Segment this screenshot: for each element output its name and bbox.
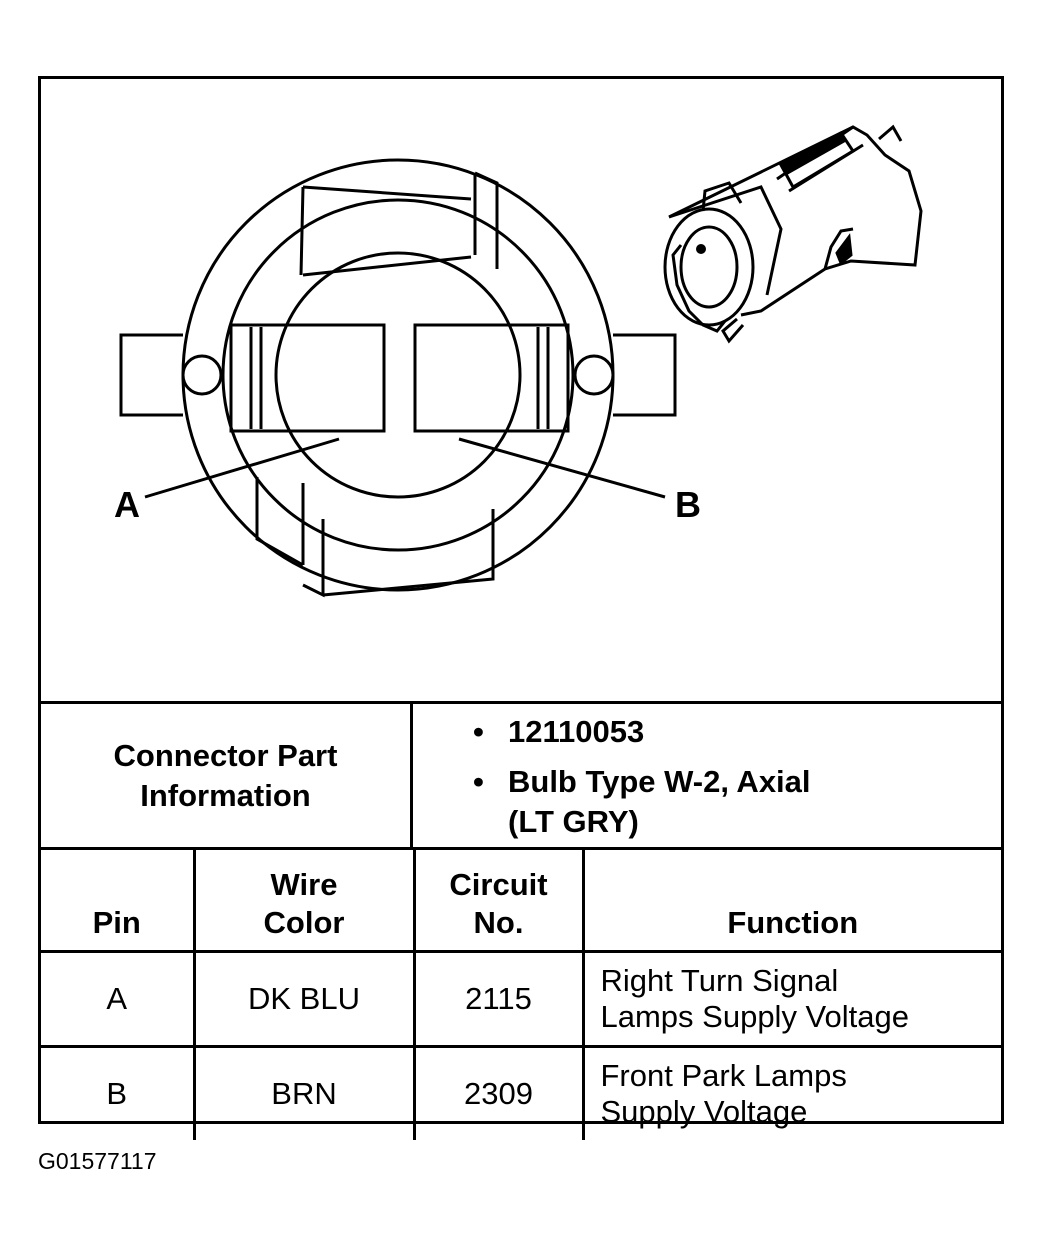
pin-table: Pin Wire Color Circuit No. Function A DK… <box>41 847 1001 1140</box>
table-row: B BRN 2309 Front Park Lamps Supply Volta… <box>41 1045 1001 1140</box>
terminal-b <box>413 323 570 433</box>
function-cell: Front Park Lamps Supply Voltage <box>581 1045 1001 1140</box>
header-pin: Pin <box>41 847 196 953</box>
leader-a <box>144 437 340 499</box>
function-cell: Right Turn Signal Lamps Supply Voltage <box>581 950 1001 1048</box>
lower-left-tab <box>255 477 305 567</box>
pin-cell: B <box>41 1045 196 1140</box>
header-function: Function <box>581 847 1001 953</box>
connector-info-row: Connector Part Information •12110053 •Bu… <box>41 701 1001 847</box>
circuit-cell: 2115 <box>412 950 585 1048</box>
lower-right-tab <box>302 509 495 598</box>
table-row: A DK BLU 2115 Right Turn Signal Lamps Su… <box>41 950 1001 1048</box>
upper-right-tab <box>473 171 499 269</box>
left-ear <box>119 333 183 417</box>
header-wire-color: Wire Color <box>192 847 416 953</box>
circuit-cell: 2309 <box>412 1045 585 1140</box>
pin-cell: A <box>41 950 196 1048</box>
figure-id: G01577117 <box>38 1148 157 1174</box>
left-locating-hole <box>181 354 223 396</box>
wire-color-cell: DK BLU <box>192 950 416 1048</box>
right-ear <box>613 333 677 417</box>
leader-b <box>458 437 666 499</box>
upper-left-tab <box>299 185 472 277</box>
socket-inner-ring <box>221 198 575 552</box>
label-b: B <box>675 484 701 525</box>
bulb-bore <box>274 251 522 499</box>
figure-frame: A B Connector Part Information •12110053… <box>38 76 1004 1140</box>
connector-info-values: •12110053 •Bulb Type W-2, Axial (LT GRY) <box>473 714 811 839</box>
right-locating-hole <box>573 354 615 396</box>
terminal-a <box>229 323 386 433</box>
pin-table-header: Pin Wire Color Circuit No. Function <box>41 847 1001 953</box>
connector-info-label: Connector Part Information <box>41 704 413 847</box>
label-a: A <box>114 484 140 525</box>
connector-diagram: A B <box>114 124 923 598</box>
header-circuit-no: Circuit No. <box>412 847 585 953</box>
wire-color-cell: BRN <box>192 1045 416 1140</box>
